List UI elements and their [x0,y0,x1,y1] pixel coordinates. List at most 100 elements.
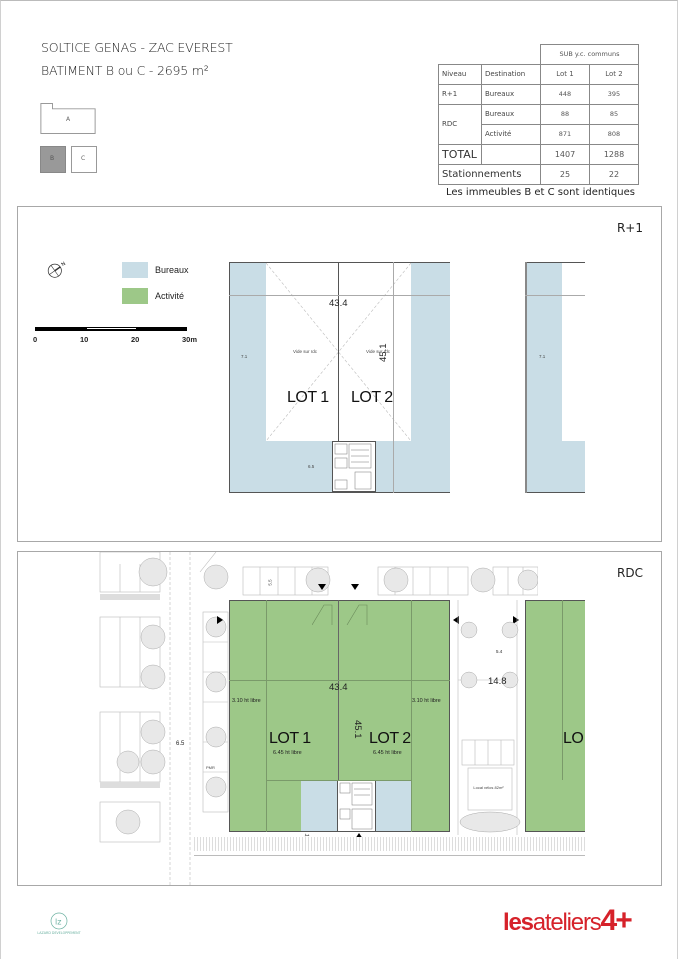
cell-destination: Bureaux [481,83,541,105]
parking-lot1: 25 [540,163,590,185]
scale-tick-0: 0 [33,335,38,344]
rdc-building-c-partial: LO [525,600,585,832]
cell-destination: Bureaux [481,103,541,125]
scale-tick-30m: 30m [182,335,198,344]
lot1-label-r1: LOT 1 [287,389,329,406]
cell-lot1: 871 [540,123,590,145]
parking-lot2: 22 [589,163,639,185]
gap-dimension: 14.8 [488,676,507,687]
building-c: C [71,146,97,173]
bureaux-area-lot1 [301,780,337,832]
height-left: 3.10 ht libre [232,698,261,704]
cell-destination: Activité [481,123,541,145]
scale-bar [35,327,187,331]
site-parking-left [99,552,229,885]
total-lot1: 1407 [540,143,590,165]
total-label: TOTAL [438,143,482,165]
bureaux-area-lot2 [376,780,412,832]
col-header-lot1: Lot 1 [540,63,590,85]
page-title: SOLTICE GENAS - ZAC EVEREST [41,40,233,55]
identical-buildings-note: Les immeubles B et C sont identiques [446,187,635,198]
lot-partial-label: LO [563,730,584,747]
building-b: B [40,146,66,173]
cell-lot2: 85 [589,103,639,125]
page-subtitle: BATIMENT B ou C - 2695 m² [41,63,209,78]
building-b-label: B [50,155,55,162]
svg-text:lz: lz [55,918,61,927]
legend-swatch-activite [122,288,148,304]
lot1-label-rdc: LOT 1 [269,730,311,747]
cell-lot2: 808 [589,123,639,145]
void-label-lot2: Vide sur rdc [366,349,390,354]
loading-ramps [312,604,368,625]
table-row: R+1 Bureaux 448 395 [438,83,639,105]
scale-tick-20: 20 [131,335,140,344]
svg-text:N: N [61,261,68,268]
lot2-label-r1: LOT 2 [351,389,393,406]
col-header-destination: Destination [481,63,541,85]
les-ateliers-logo: lesateliers4+ [503,904,633,938]
total-lot2: 1288 [589,143,639,165]
entrance-arrow-icon [513,616,519,624]
site-parking-top [242,566,538,596]
stair-core [332,441,376,492]
plan-panel-r1: R+1 N Bureaux Activité 0 10 20 30m [17,206,662,542]
lazard-logo-text: LAZARD DEVELOPPEMENT [37,931,81,935]
legend-item-bureaux: Bureaux [122,262,189,278]
road-dimension: 6.5 [176,741,185,747]
table-row: RDC Bureaux 88 85 [438,103,639,145]
building-c-label: C [81,155,86,162]
col-header-lot2: Lot 2 [589,63,639,85]
table-group-header: SUB y.c. communs [540,44,639,65]
side-dim-left: 7.1 [241,354,248,359]
cell-lot1: 88 [540,103,590,125]
bottom-dim: 6.5 [308,464,315,469]
depth-dimension-rdc: 45.1 [352,720,363,739]
entrance-arrow-icon [351,584,359,590]
hatched-path [194,837,585,851]
gap-small-dimension: 5.4 [496,649,503,654]
width-dimension-rdc: 43.4 [329,682,348,693]
entrance-arrow-icon [355,833,363,839]
stair-core-detail [334,443,372,490]
height-lot2: 6.45 ht libre [373,750,402,756]
entrance-arrow-icon [453,616,459,624]
lot2-label-rdc: LOT 2 [369,730,411,747]
table-total-row: TOTAL 1407 1288 [438,143,639,165]
brand-bold: les [503,909,534,936]
courtyard [457,600,521,835]
col-header-niveau: Niveau [438,63,482,85]
side-dim-right: 7.1 [539,354,546,359]
bike-storage-label: Local vélos 82m² [473,785,504,790]
level-label-r1: R+1 [616,221,643,235]
parking-dimension: 5.5 [267,579,273,586]
legend-item-activite: Activité [122,288,184,304]
r1-building-c-partial: 7.1 [525,262,585,493]
height-right: 3.10 ht libre [412,698,441,704]
brand-number: 4+ [600,904,633,937]
north-compass-icon: N [47,261,68,278]
scale-tick-10: 10 [80,335,89,344]
building-a-label: A [66,116,71,123]
void-label-lot1: Vide sur rdc [293,349,317,354]
brand-light: ateliers [532,909,602,936]
rdc-building-plan: 43.4 45.1 3.10 ht libre 3.10 ht libre LO… [229,600,450,832]
building-a-outline [40,103,96,134]
cell-lot2: 395 [589,83,639,105]
surface-table: SUB y.c. communs Niveau Destination Lot … [438,44,639,185]
lazard-logo: lz LAZARD DEVELOPPEMENT [36,908,82,948]
legend-swatch-bureaux [122,262,148,278]
parking-label: Stationnements [438,163,541,185]
cell-niveau: R+1 [438,83,482,105]
entrance-arrow-icon [318,584,326,590]
height-lot1: 6.45 ht libre [273,750,302,756]
key-plan: A B C [40,103,97,173]
lazard-logo-icon: lz [50,912,68,930]
entrance-arrow-icon [217,616,223,624]
legend-label-bureaux: Bureaux [155,265,189,275]
stair-core-rdc [337,780,376,832]
legend-label-activite: Activité [155,291,185,301]
r1-building-plan: 43.4 45.1 Vide sur rdc Vide sur rdc 7.1 … [229,262,450,493]
width-dimension: 43.4 [329,298,348,309]
plan-panel-rdc: RDC 6.5 PMR [17,551,662,886]
